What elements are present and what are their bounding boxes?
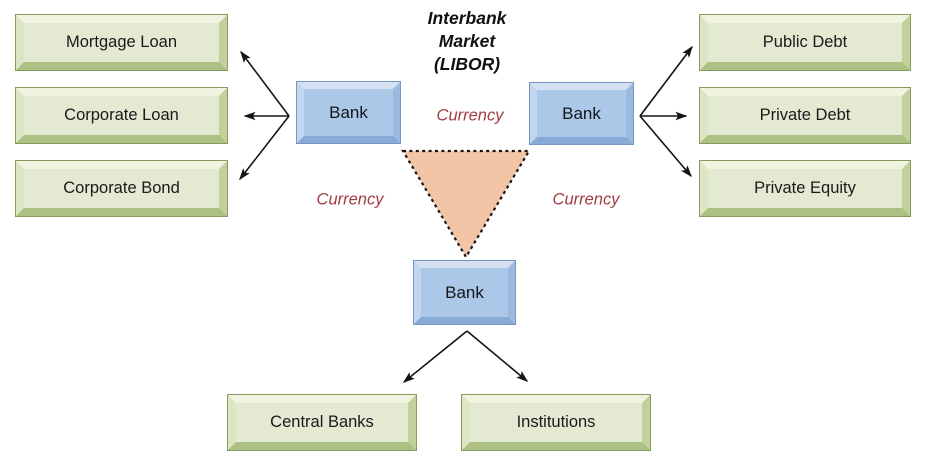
bank-bevel: Bank bbox=[414, 261, 515, 324]
bank-bevel: Bank bbox=[297, 82, 400, 143]
node-label: Corporate Loan bbox=[24, 96, 219, 135]
node-bevel: Mortgage Loan bbox=[16, 15, 227, 70]
arrow-bottom-right bbox=[466, 330, 529, 382]
node-bevel: Private Debt bbox=[700, 88, 910, 143]
arrow-left-down bbox=[239, 115, 290, 181]
node-public-debt: Public Debt bbox=[699, 14, 911, 71]
bank-node-left: Bank bbox=[296, 81, 401, 144]
currency-label-top: Currency bbox=[436, 106, 504, 125]
node-label: Private Debt bbox=[708, 96, 902, 135]
bank-label: Bank bbox=[421, 268, 508, 317]
arrow-right-down bbox=[639, 115, 692, 178]
arrow-bottom-left bbox=[402, 330, 468, 383]
title-line-3: (LIBOR) bbox=[433, 54, 501, 74]
node-private-equity: Private Equity bbox=[699, 160, 911, 217]
node-central-banks: Central Banks bbox=[227, 394, 417, 451]
bank-node-right: Bank bbox=[529, 82, 634, 145]
node-label: Corporate Bond bbox=[24, 169, 219, 208]
node-corporate-loan: Corporate Loan bbox=[15, 87, 228, 144]
node-mortgage-loan: Mortgage Loan bbox=[15, 14, 228, 71]
node-bevel: Corporate Bond bbox=[16, 161, 227, 216]
node-bevel: Corporate Loan bbox=[16, 88, 227, 143]
currency-label-left: Currency bbox=[316, 190, 384, 209]
bank-label: Bank bbox=[537, 90, 626, 137]
currency-label-right: Currency bbox=[552, 190, 620, 209]
node-bevel: Private Equity bbox=[700, 161, 910, 216]
bank-label: Bank bbox=[304, 89, 393, 136]
currency-triangle bbox=[401, 149, 531, 260]
title-line-1: Interbank bbox=[427, 8, 507, 28]
node-label: Mortgage Loan bbox=[24, 23, 219, 62]
node-label: Central Banks bbox=[236, 403, 408, 442]
bank-bevel: Bank bbox=[530, 83, 633, 144]
node-private-debt: Private Debt bbox=[699, 87, 911, 144]
node-label: Public Debt bbox=[708, 23, 902, 62]
node-bevel: Central Banks bbox=[228, 395, 416, 450]
node-bevel: Institutions bbox=[462, 395, 650, 450]
arrow-right-up bbox=[639, 45, 693, 117]
diagram-title: Interbank Market (LIBOR) bbox=[428, 7, 507, 76]
node-institutions: Institutions bbox=[461, 394, 651, 451]
bank-node-bottom: Bank bbox=[413, 260, 516, 325]
node-label: Institutions bbox=[470, 403, 642, 442]
node-bevel: Public Debt bbox=[700, 15, 910, 70]
arrow-left-up bbox=[240, 50, 290, 117]
title-line-2: Market bbox=[438, 31, 496, 51]
node-label: Private Equity bbox=[708, 169, 902, 208]
node-corporate-bond: Corporate Bond bbox=[15, 160, 228, 217]
